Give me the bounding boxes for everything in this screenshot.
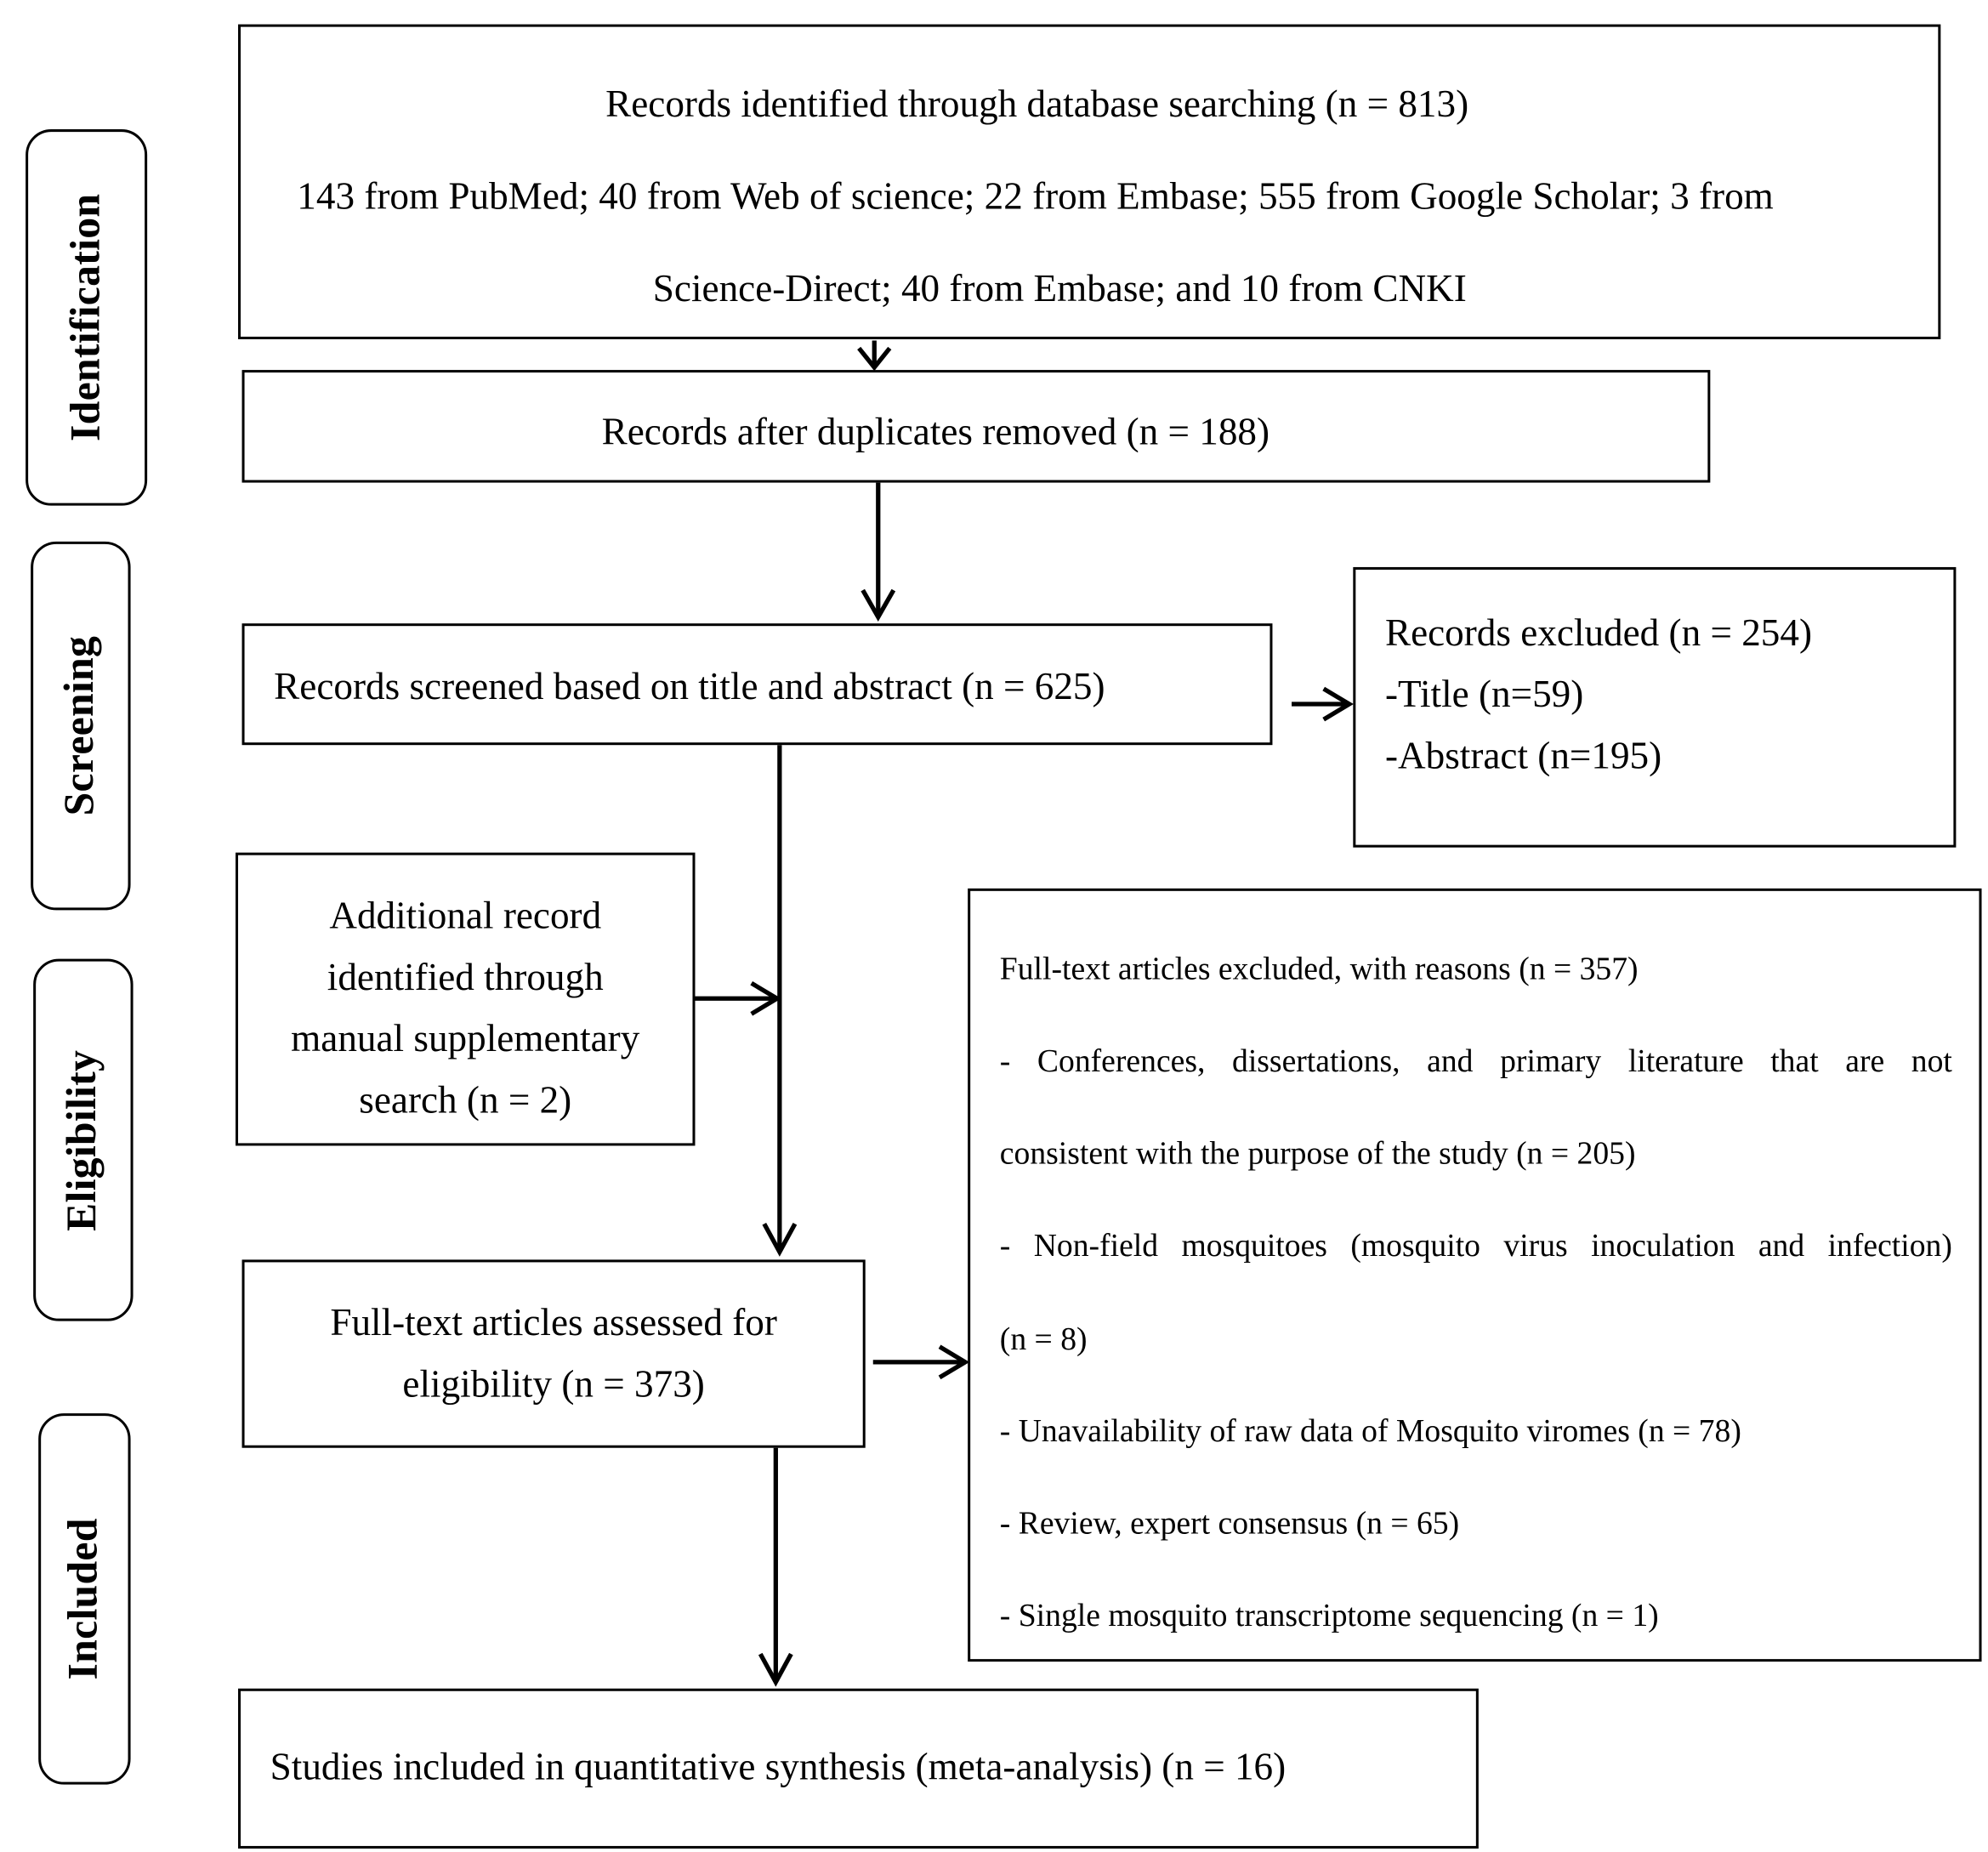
records-screened-text: Records screened based on title and abst…	[274, 665, 1105, 708]
additional-record-line2: identified through	[327, 956, 604, 999]
stage-label-eligibility: Eligibility	[33, 958, 133, 1321]
records-screened-box: Records screened based on title and abst…	[241, 623, 1273, 746]
fulltext-excluded-reason-conferences-cont: consistent with the purpose of the study…	[999, 1136, 1636, 1172]
arrow-duplicates-to-screened	[861, 482, 896, 622]
records-identified-sources-line2: Science-Direct; 40 from Embase; and 10 f…	[652, 267, 1467, 310]
arrow-fulltext-to-excluded	[872, 1344, 970, 1380]
arrow-additional-to-main	[695, 980, 781, 1016]
duplicates-removed-text: Records after duplicates removed (n = 18…	[601, 411, 1270, 453]
fulltext-excluded-reason-nonfield-cont: (n = 8)	[999, 1322, 1088, 1357]
records-excluded-title-reason: -Title (n=59)	[1384, 673, 1584, 716]
fulltext-assessed-line2: eligibility (n = 373)	[402, 1363, 705, 1406]
arrow-fulltext-to-included	[758, 1447, 793, 1687]
fulltext-excluded-reason-review: - Review, expert consensus (n = 65)	[999, 1506, 1460, 1542]
additional-record-box: Additional record identified through man…	[236, 852, 696, 1146]
fulltext-assessed-line1: Full-text articles assessed for	[330, 1302, 777, 1344]
studies-included-box: Studies included in quantitative synthes…	[238, 1688, 1479, 1849]
fulltext-excluded-box: Full-text articles excluded, with reason…	[968, 888, 1982, 1662]
arrow-identified-to-duplicates	[857, 340, 892, 372]
fulltext-assessed-box: Full-text articles assessed for eligibil…	[241, 1259, 866, 1448]
fulltext-excluded-reason-single-mosquito: - Single mosquito transcriptome sequenci…	[999, 1599, 1659, 1634]
records-excluded-box: Records excluded (n = 254) -Title (n=59)…	[1353, 566, 1957, 848]
stage-label-identification: Identification	[26, 129, 148, 506]
duplicates-removed-box: Records after duplicates removed (n = 18…	[241, 370, 1711, 483]
records-excluded-abstract-reason: -Abstract (n=195)	[1384, 735, 1662, 777]
fulltext-excluded-reason-conferences: - Conferences, dissertations, and primar…	[999, 1044, 1952, 1080]
records-identified-sources-line1: 143 from PubMed; 40 from Web of science;…	[297, 175, 1774, 218]
additional-record-line4: search (n = 2)	[359, 1079, 572, 1122]
stage-label-screening: Screening	[31, 541, 131, 911]
additional-record-line1: Additional record	[329, 895, 602, 938]
fulltext-excluded-reason-nonfield: - Non-field mosquitoes (mosquito virus i…	[999, 1229, 1952, 1264]
records-identified-title: Records identified through database sear…	[605, 82, 1469, 126]
additional-record-line3: manual supplementary	[291, 1017, 640, 1060]
studies-included-text: Studies included in quantitative synthes…	[270, 1746, 1287, 1789]
fulltext-excluded-reason-raw-data: - Unavailability of raw data of Mosquito…	[999, 1414, 1741, 1450]
stage-label-included: Included	[38, 1413, 131, 1785]
records-excluded-title: Records excluded (n = 254)	[1384, 611, 1813, 655]
arrow-screened-to-excluded	[1292, 686, 1354, 722]
records-identified-box: Records identified through database sear…	[238, 24, 1941, 339]
fulltext-excluded-title: Full-text articles excluded, with reason…	[999, 952, 1639, 987]
